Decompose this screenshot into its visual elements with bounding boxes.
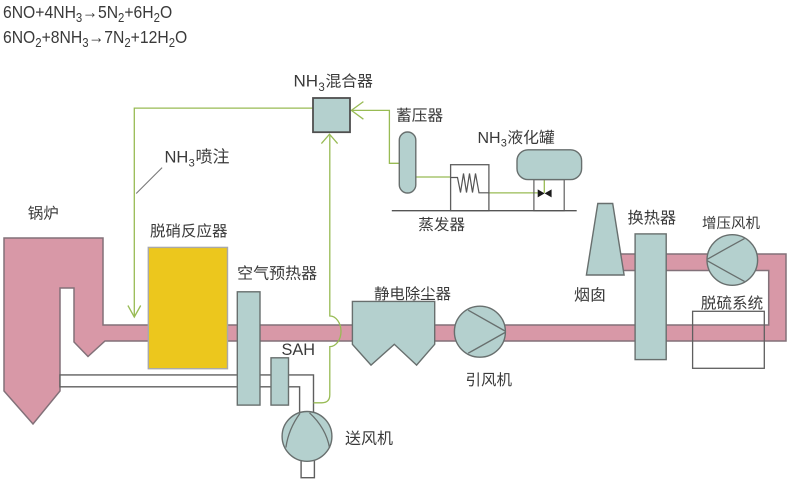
- svg-text:SAH: SAH: [282, 341, 315, 359]
- svg-text:NH: NH: [294, 72, 319, 91]
- svg-text:6NO+4NH3→5N2+6H2O: 6NO+4NH3→5N2+6H2O: [3, 2, 172, 25]
- svg-text:3: 3: [318, 82, 324, 94]
- svg-text:3: 3: [189, 158, 195, 170]
- svg-text:6NO2+8NH3→7N2+12H2O: 6NO2+8NH3→7N2+12H2O: [3, 27, 187, 50]
- svg-text:NH: NH: [165, 149, 189, 167]
- svg-text:NH: NH: [478, 130, 501, 147]
- svg-text:3: 3: [501, 138, 507, 150]
